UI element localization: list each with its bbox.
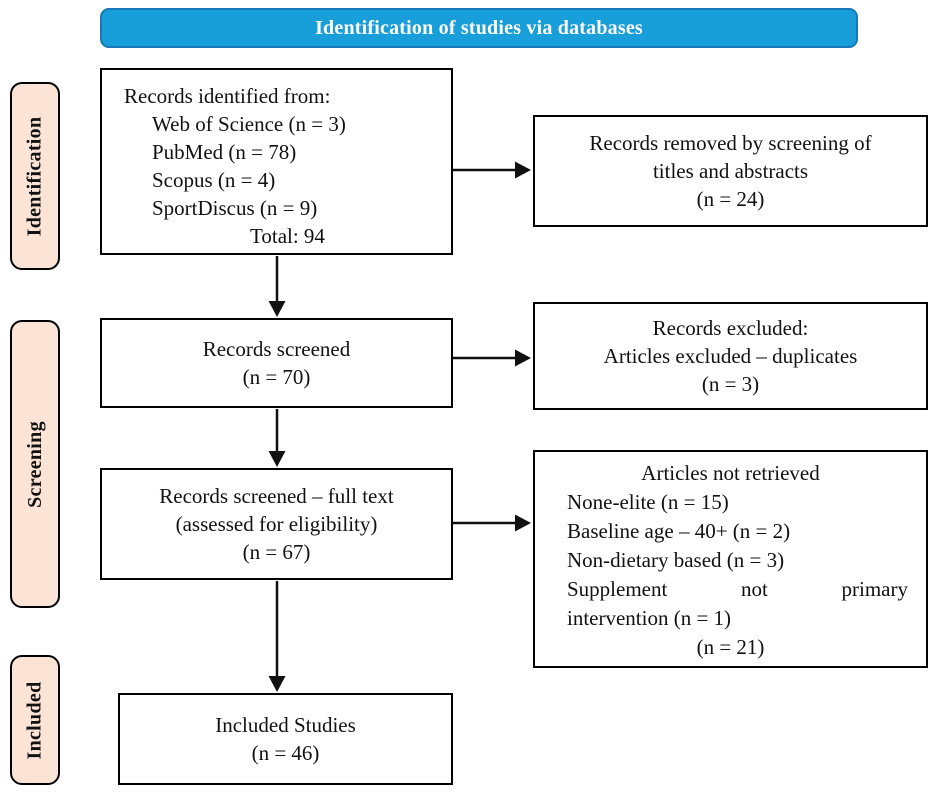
- arrow-fulltext-to-included: [268, 581, 286, 692]
- box-records-excluded: Records excluded: Articles excluded – du…: [533, 302, 928, 410]
- box-line: Records identified from:: [124, 84, 331, 108]
- stage-label-included: Included: [10, 655, 60, 785]
- arrow-screened-to-excluded: [453, 349, 531, 367]
- box-line: (n = 3): [701, 372, 760, 396]
- box-articles-not-retrieved: Articles not retrieved None-elite (n = 1…: [533, 450, 928, 668]
- box-line: (n = 67): [242, 540, 311, 564]
- box-line: Records screened – full text: [159, 484, 394, 508]
- box-line: (n = 46): [251, 741, 320, 765]
- box-line: Web of Science (n = 3): [152, 112, 346, 136]
- box-line: (n = 21): [696, 635, 765, 659]
- diagram-title-banner: Identification of studies via databases: [100, 8, 858, 48]
- box-line: Non-dietary based (n = 3): [567, 548, 785, 572]
- stage-label-identification: Identification: [10, 82, 60, 270]
- box-line: Records excluded:: [652, 316, 809, 340]
- stage-label-text: Included: [23, 681, 46, 759]
- box-records-identified: Records identified from: Web of Science …: [100, 68, 453, 255]
- arrow-identified-to-screened: [268, 256, 286, 317]
- box-line: (assessed for eligibility): [175, 512, 378, 536]
- box-line: Articles not retrieved: [641, 461, 820, 485]
- box-records-removed: Records removed by screening of titles a…: [533, 115, 928, 227]
- box-line: PubMed (n = 78): [152, 140, 297, 164]
- box-line: SportDiscus (n = 9): [152, 196, 318, 220]
- stage-label-text: Screening: [23, 420, 46, 508]
- box-line: intervention (n = 1): [567, 606, 732, 630]
- arrow-fulltext-to-notretrieved: [453, 514, 531, 532]
- box-line: (n = 70): [242, 365, 311, 389]
- box-line: Articles excluded – duplicates: [603, 344, 858, 368]
- box-records-screened-fulltext: Records screened – full text (assessed f…: [100, 468, 453, 580]
- arrow-screened-to-fulltext: [268, 409, 286, 467]
- stage-label-text: Identification: [23, 116, 46, 236]
- box-line: Included Studies: [215, 713, 356, 737]
- box-line: Supplement not primary: [567, 577, 908, 601]
- box-line: Records screened: [202, 337, 351, 361]
- box-line: Total: 94: [250, 224, 325, 248]
- stage-label-screening: Screening: [10, 320, 60, 608]
- box-line: Records removed by screening of: [589, 131, 872, 155]
- diagram-title: Identification of studies via databases: [315, 16, 643, 39]
- arrow-identified-to-removed: [453, 161, 531, 179]
- box-line: titles and abstracts: [652, 159, 809, 183]
- box-records-screened: Records screened (n = 70): [100, 318, 453, 408]
- box-line: (n = 24): [696, 187, 765, 211]
- box-line: Scopus (n = 4): [152, 168, 276, 192]
- box-included-studies: Included Studies (n = 46): [118, 693, 453, 785]
- box-line: Baseline age – 40+ (n = 2): [567, 519, 791, 543]
- box-line: None-elite (n = 15): [567, 490, 729, 514]
